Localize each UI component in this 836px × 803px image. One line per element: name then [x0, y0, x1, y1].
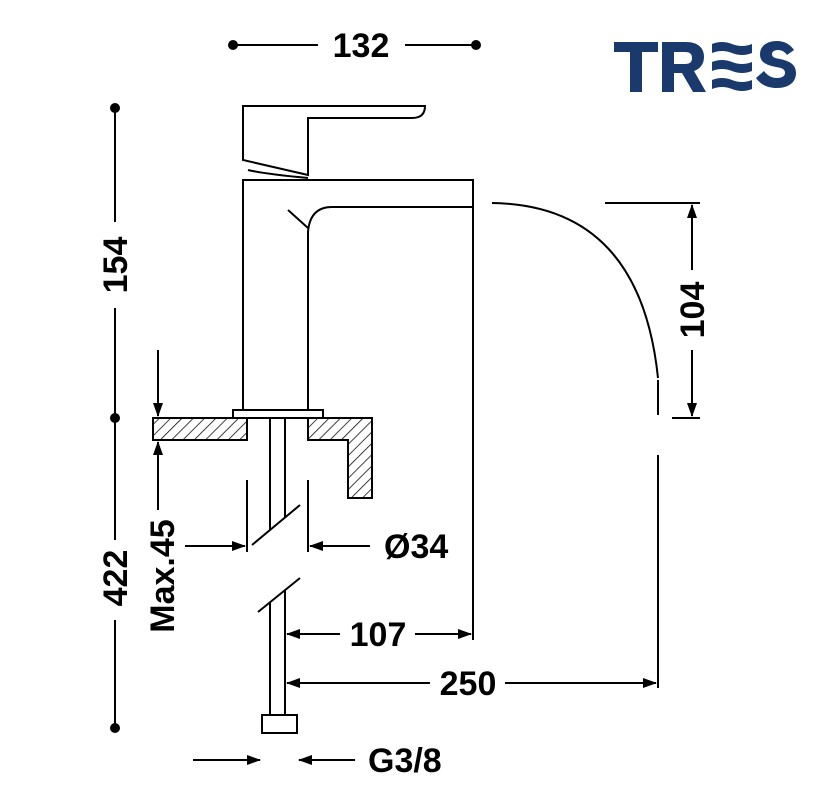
dim-132-label: 132: [333, 27, 390, 65]
supply-hose: [246, 418, 309, 734]
countertop-section: [152, 417, 373, 499]
dim-thread-label: G3/8: [368, 742, 442, 780]
dimension-spout-reach: 107: [286, 616, 472, 654]
dimension-thread: G3/8: [193, 742, 442, 780]
dimension-width-top: 132: [228, 27, 481, 65]
tres-logo: [614, 41, 796, 92]
dimension-max-counter: Max.45: [144, 350, 182, 633]
dimension-total-reach: 250: [286, 665, 657, 703]
dim-104-label: 104: [674, 282, 712, 339]
dimension-heights-left: 154 422: [97, 103, 135, 733]
dimension-diameter: Ø34: [185, 528, 448, 566]
dim-154-label: 154: [97, 237, 135, 294]
dim-250-label: 250: [440, 665, 497, 703]
dim-107-label: 107: [350, 616, 407, 654]
dim-max45-label: Max.45: [144, 519, 182, 632]
faucet-outline: [232, 105, 474, 419]
water-flow-and-spout-height: 104: [491, 202, 712, 688]
dim-diameter-label: Ø34: [384, 528, 448, 566]
dim-422-label: 422: [97, 550, 135, 607]
